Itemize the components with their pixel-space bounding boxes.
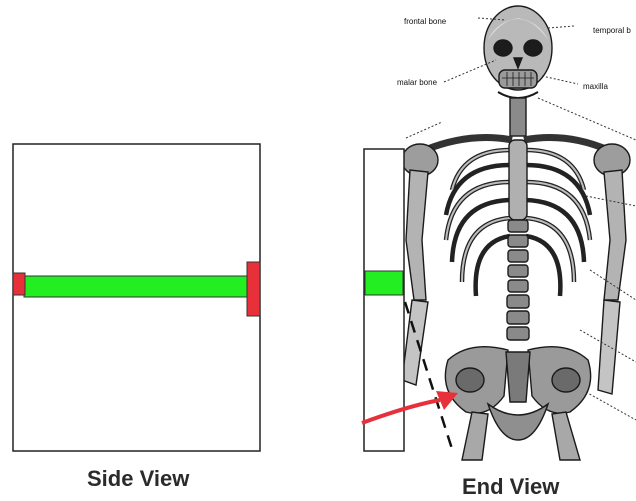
right-clavicle <box>524 138 608 150</box>
left-femur <box>462 412 488 460</box>
side-view-left-cap <box>13 273 25 295</box>
side-view-panel <box>13 144 260 451</box>
right-humerus <box>604 170 626 300</box>
skull <box>484 6 552 98</box>
left-clavicle <box>425 138 512 150</box>
right-femur <box>552 412 580 460</box>
end-view-frame <box>364 149 404 451</box>
side-view-caption: Side View <box>87 466 189 492</box>
left-humerus <box>406 170 428 300</box>
end-view-caption: End View <box>462 474 559 500</box>
side-view-green-bar <box>24 276 248 297</box>
end-view-green-bar <box>365 271 403 295</box>
label-maxilla: maxilla <box>583 82 608 91</box>
sternum <box>509 140 527 220</box>
cervical-spine <box>510 98 526 136</box>
end-view-panel: frontal bone temporal b malar bone maxil… <box>362 6 636 460</box>
side-view-right-cap <box>247 262 260 316</box>
label-malar-bone: malar bone <box>397 78 438 87</box>
left-forearm <box>402 300 428 385</box>
lumbar-spine <box>507 220 529 340</box>
label-frontal-bone: frontal bone <box>404 17 447 26</box>
label-temporal-bone: temporal b <box>593 26 631 35</box>
